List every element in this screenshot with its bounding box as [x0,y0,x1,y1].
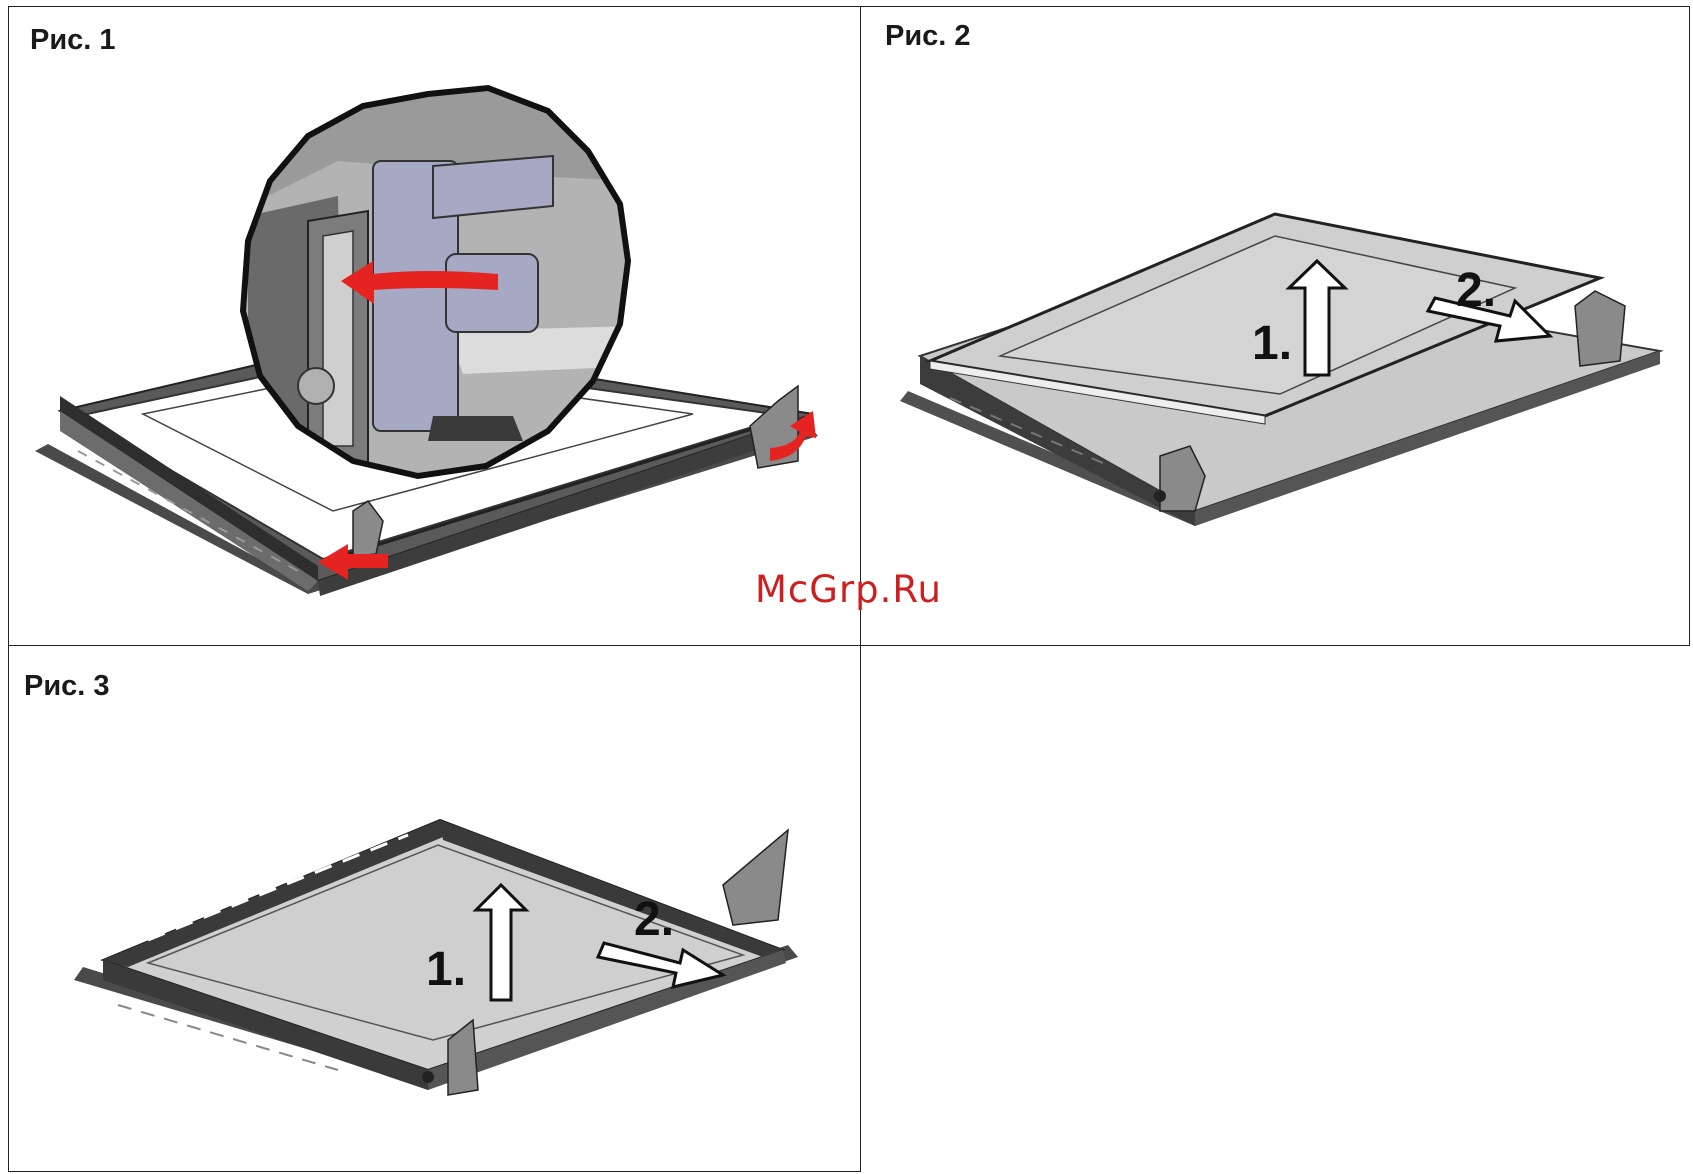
figure-3-step-1: 1. [426,943,466,996]
figure-3-illustration: 1. 2. [8,645,861,1172]
figure-3-step-2: 2. [634,893,674,946]
figure-2-illustration: 1. 2. [860,6,1690,646]
figure-2-step-1: 1. [1252,317,1292,370]
figure-1-illustration [8,6,861,646]
figure-2-step-2: 2. [1456,264,1496,317]
watermark: McGrp.Ru [755,568,942,611]
